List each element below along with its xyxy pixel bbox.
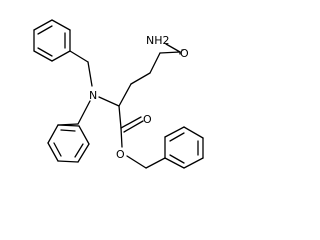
bond (183, 126, 204, 139)
bond (74, 143, 84, 158)
bond (145, 157, 166, 169)
bond (77, 143, 90, 163)
ester-carbonyl-o-label: O (143, 113, 152, 126)
bond (51, 50, 71, 62)
bond (169, 132, 185, 142)
bond (164, 157, 185, 169)
amine-n-label: N (89, 89, 97, 102)
bond (159, 51, 181, 54)
bond (149, 52, 161, 74)
bond (87, 61, 93, 87)
bond (120, 116, 142, 129)
bond (98, 96, 120, 107)
bond (51, 19, 71, 31)
bond (118, 105, 122, 129)
bond (169, 154, 185, 164)
bond (57, 160, 79, 163)
bond (33, 50, 53, 62)
benzyl-ring-ester (164, 126, 204, 169)
bond (165, 43, 181, 53)
bond (60, 129, 76, 132)
bond (37, 25, 53, 35)
bond (47, 124, 59, 144)
bond (57, 124, 80, 127)
bond (118, 83, 132, 107)
bond (164, 126, 185, 138)
ester-ether-o-label: O (116, 148, 125, 161)
bond (120, 127, 123, 148)
bond (77, 100, 91, 125)
bond (78, 125, 90, 145)
amide-nh2-label: NH2 (146, 34, 170, 47)
bond (53, 142, 62, 157)
bond (37, 47, 53, 57)
bond (33, 19, 53, 31)
bond (47, 142, 59, 162)
bond (69, 50, 89, 63)
molecule-diagram: N NH2 O O O (33, 19, 204, 169)
bond (183, 157, 204, 169)
benzyl-ring-bottom (47, 124, 90, 163)
bond (130, 72, 151, 85)
bond (123, 120, 144, 133)
bond (126, 155, 147, 169)
benzyl-ring-top (33, 19, 71, 62)
amide-o-label: O (180, 47, 189, 60)
